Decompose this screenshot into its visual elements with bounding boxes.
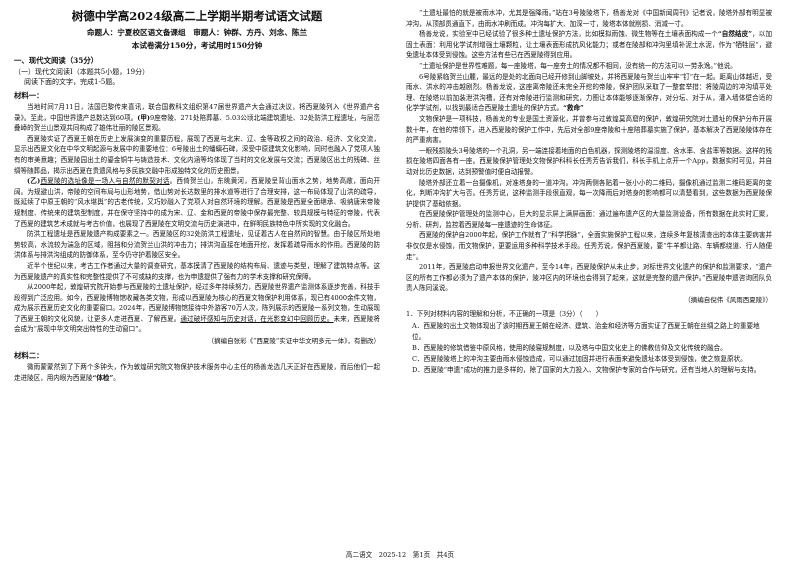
material1-paragraph: (乙)西夏陵的选址像是一场人与自然的默契对话。西倚贺兰山，东眺黄河，西夏陵呈背山… <box>14 177 380 228</box>
material2-paragraph: 在西夏陵保护管理处的监测中心，巨大的显示屏上满屏画面：通过遍布遗产区的大量监测设… <box>406 210 772 229</box>
left-column: 树德中学高2024级高二上学期半期考试语文试题 命题人：宁夏校区语文备课组 审题… <box>0 0 384 565</box>
option-d: D．西夏陵“申遗”成功的推力是多样的，除了国家的大力投入、文物保护专家的合作与研… <box>412 366 761 375</box>
option-b: B．西夏陵的修筑借鉴中原风格，使用的陵寝规制度，以及塔与中国文化史上的佛教信仰及… <box>412 344 727 353</box>
subsection-title: （一）现代文阅读Ⅰ（本题共5小题，19分） <box>14 68 150 76</box>
material1-paragraph: 从2000年起，敦煌研究院开始参与西夏陵的土遗址保护，经过多年持续努力，西夏陵世… <box>14 283 380 334</box>
material2-paragraph: 西夏陵的保护自2000年起，保护工作就有了“科学把脉”，全面实施保护工程以来，连… <box>406 231 772 261</box>
material1-paragraph: 西夏陵实证了西夏王朝在历史上发展演变的重要历程，展现了西夏与北宋、辽、金等政权之… <box>14 134 380 175</box>
right-column: “土遗址最怕的就是被雨水冲，尤其是强降雨。”站在3号陵陵塔下，杨善龙对《中国新闻… <box>400 0 784 565</box>
exam-title: 树德中学高2024级高二上学期半期考试语文试题 <box>71 9 323 23</box>
material2-paragraph: “土遗址保护是世界性难题，每一座陵塔，每一座夯土的情况都不相同，没有统一的方法可… <box>419 61 737 70</box>
material2-paragraph: 6号陵紧临贺兰山麓，最远的是处的北面向已经开修到山脚坡处，并将西夏陵与贺兰山牢牢… <box>406 72 772 113</box>
page-footer: 高二语文 2025-12 第1页 共4页 <box>345 551 455 559</box>
option-a: A．西夏陵的出土文物体现出了该时期西夏王朝在经济、建筑、治金和经济等方面实证了西… <box>412 322 760 342</box>
material2-paragraph: 杨善龙说，实验室中已经试验了很多种土遗址保护方法，比如模拟雨蚀、微生物等在土壤表… <box>406 30 772 60</box>
material2-label: 材料二： <box>14 351 44 361</box>
material1-paragraph: 当地时间7月11日，法国巴黎传来喜讯，联合国教科文组织第47届世界遗产大会通过决… <box>14 103 380 133</box>
section-title: 一、现代文阅读（35分） <box>14 56 99 65</box>
material1-source: （摘编自张彩《“西夏陵”实证中华文明多元一体》，有删改） <box>207 337 380 346</box>
reading-instruction: 阅读下面的文字，完成1-5题。 <box>24 78 120 86</box>
material2-paragraph: “土遗址最怕的就是被雨水冲，尤其是强降雨。”站在3号陵陵塔下，杨善龙对《中国新闻… <box>406 9 772 28</box>
option-c: C．西夏陵陵塔上的冲沟主要由雨水侵蚀造成，可以通过加固并进行表面来避免遗址本体受… <box>412 355 747 364</box>
material1-paragraph: 近半个世纪以来，考古工作者通过大量的调查研究，基本摸清了西夏陵的结构布局、遗迹与… <box>14 261 380 281</box>
material2-source: （摘编自倪伟《风雨西夏陵》） <box>684 296 772 305</box>
material2-paragraph: 一眼残损陵头3号陵塔的一个孔洞，另一端连接着地面的白色机器，探测陵塔的温湿度、含… <box>406 146 772 176</box>
exam-setters: 命题人：宁夏校区语文备课组 审题人：钟群、方丹、刘念、陈兰 <box>86 28 308 37</box>
question-stem: 1．下列对材料内容的理解和分析，不正确的一项是（3分）（ ） <box>406 310 603 319</box>
material2-paragraph: 微雨蒙蒙然到了下两个多钟头，作为敦煌研究院文物保护技术服务中心主任的杨善龙选几天… <box>14 363 380 382</box>
material1-paragraph: 防洪工程遗址是西夏陵遗产构成要素之一。西夏陵区的32处防洪工程遗址，见证着古人在… <box>14 230 380 260</box>
material2-paragraph: 陵塔外部还立着一台摄像机，对准塔身的一道冲沟。冲沟两侧各贴着一张小小的二维码，摄… <box>406 178 772 208</box>
exam-info: 本试卷满分150分，考试用时150分钟 <box>131 41 263 50</box>
material2-paragraph: 文物保护是一项科技，杨善龙的专业是国土资源化，并曾参与过敦煌莫高窟的保护，敦煌研… <box>406 114 772 145</box>
material1-label: 材料一： <box>14 91 44 100</box>
material2-paragraph: 2011年，西夏陵启动申报世界文化遗产，至今14年，西夏陵保护从未止步，对标世界… <box>406 263 772 293</box>
